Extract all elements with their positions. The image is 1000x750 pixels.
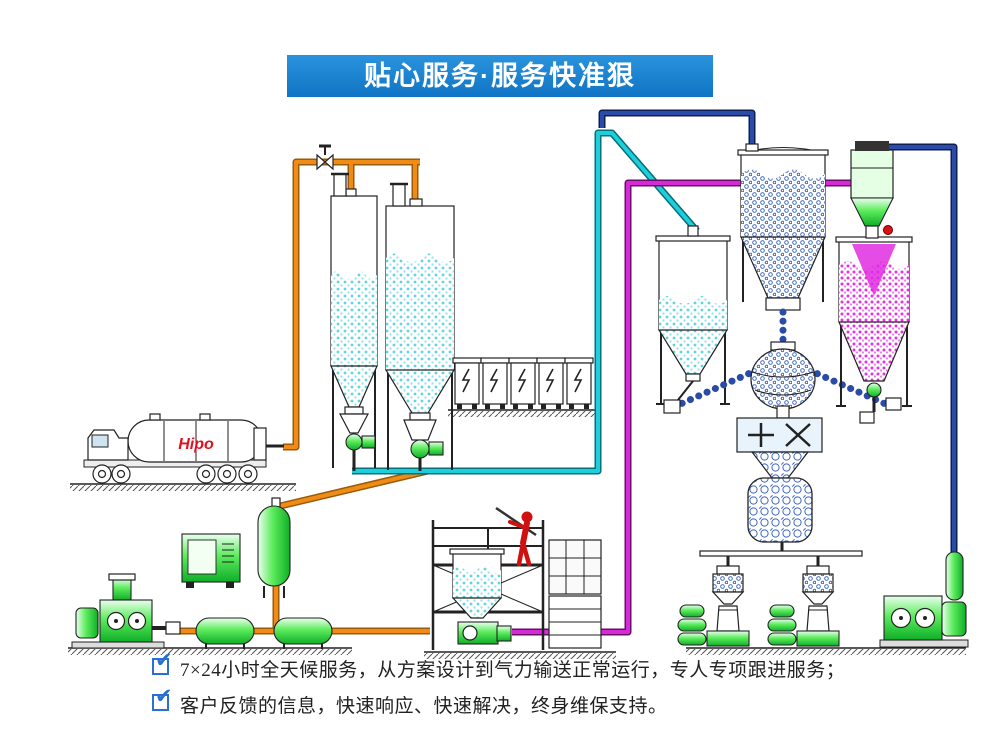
buffer-hopper bbox=[655, 225, 731, 405]
storage-silo-left bbox=[330, 172, 378, 471]
service-row: ✔ 7×24小时全天候服务，从方案设计到气力输送正常运行，专人专项跟进服务； bbox=[152, 650, 846, 682]
ground-platform bbox=[424, 651, 616, 659]
bagging-beam bbox=[699, 550, 863, 566]
air-compressor bbox=[181, 533, 241, 588]
control-panel bbox=[508, 357, 538, 409]
step-ladder bbox=[548, 595, 602, 649]
header-banner: 贴心服务·服务快准狠 bbox=[287, 55, 713, 97]
control-panel bbox=[564, 357, 594, 409]
truck-logo: Hipo bbox=[178, 436, 214, 453]
dark-blue-pipe-top-run bbox=[598, 109, 756, 151]
control-panel bbox=[536, 357, 566, 409]
storage-silo-right bbox=[384, 182, 456, 471]
ground-right bbox=[686, 647, 966, 655]
control-panel bbox=[452, 357, 482, 409]
operator-platform bbox=[431, 506, 602, 650]
check-icon: ✔ bbox=[152, 650, 173, 675]
header-title: 贴心服务·服务快准狠 bbox=[364, 61, 636, 91]
service-text-2: 客户反馈的信息，快速响应、快速解决，终身维保支持。 bbox=[180, 696, 668, 717]
control-cabinet bbox=[548, 539, 602, 595]
control-panel bbox=[480, 357, 510, 409]
weighing-hopper bbox=[737, 143, 829, 311]
cyan-pipe-silo-discharge bbox=[352, 129, 700, 475]
service-notes: ✔ 7×24小时全天候服务，从方案设计到气力输送正常运行，专人专项跟进服务； ✔… bbox=[152, 650, 846, 727]
platform-hopper bbox=[449, 548, 505, 619]
horizontal-tank-2 bbox=[273, 617, 333, 649]
air-receiver-tank bbox=[257, 497, 291, 598]
horizontal-tank-1 bbox=[195, 617, 255, 649]
roots-blower bbox=[71, 573, 181, 649]
bag-stack-1 bbox=[677, 604, 707, 646]
service-row: ✔ 客户反馈的信息，快速响应、快速解决，终身维保支持。 bbox=[152, 686, 845, 718]
orange-pipe-air-supply bbox=[272, 467, 429, 632]
dark-blue-pipe-right-run bbox=[886, 143, 958, 553]
vacuum-pump bbox=[879, 551, 969, 648]
service-text-1: 7×24小时全天候服务，从方案设计到气力输送正常运行，专人专项跟进服务； bbox=[180, 660, 846, 681]
ground-truck bbox=[70, 483, 296, 491]
control-panels bbox=[452, 357, 594, 409]
bagging-station-2 bbox=[796, 565, 840, 647]
screener-box bbox=[736, 417, 823, 453]
ground-panels bbox=[448, 409, 598, 417]
ground-left bbox=[68, 647, 352, 655]
bag-stack-2 bbox=[767, 604, 797, 646]
tanker-truck: Hipo bbox=[83, 413, 284, 484]
bagging-station-1 bbox=[706, 565, 750, 647]
pipe-valve bbox=[316, 144, 334, 171]
worker-figure bbox=[495, 506, 537, 567]
bag-filter bbox=[850, 141, 894, 239]
rotary-container bbox=[747, 451, 813, 552]
cyclone-separator bbox=[835, 236, 913, 424]
check-icon: ✔ bbox=[152, 686, 173, 711]
rotary-feeder bbox=[457, 621, 512, 645]
